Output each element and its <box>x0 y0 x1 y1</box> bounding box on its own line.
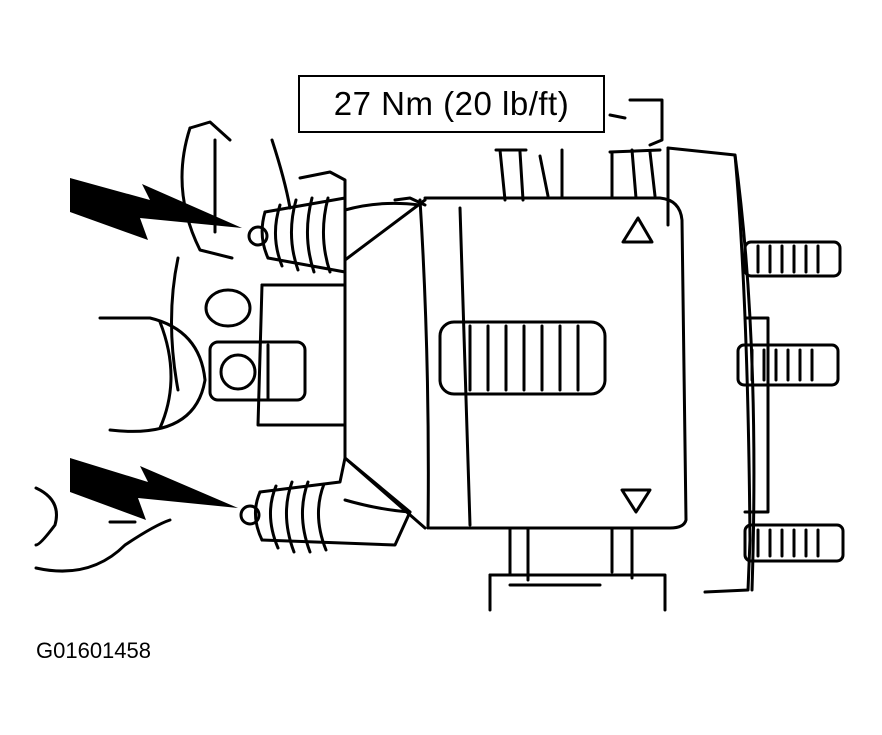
lower-guide-pin-boot <box>239 456 412 554</box>
figure-id: G01601458 <box>36 638 151 663</box>
upper-guide-pin-boot <box>247 170 427 274</box>
caliper-window <box>438 320 607 396</box>
steering-knuckle-outline <box>34 98 664 573</box>
lower-guide-bolt-head <box>239 504 261 526</box>
wheel-stud-middle <box>736 343 840 387</box>
pad-clips <box>488 148 667 612</box>
triangle-marker-top <box>621 216 654 244</box>
wheel-stud-bottom <box>743 523 845 563</box>
wheel-stud-top <box>743 240 842 278</box>
upper-guide-bolt-head <box>247 225 269 247</box>
triangle-marker-bottom <box>620 488 652 514</box>
torque-spec-label: 27 Nm (20 lb/ft) <box>298 75 605 133</box>
upper-bolt-arrow <box>70 178 242 240</box>
bracket-mount <box>208 340 307 402</box>
lower-bolt-arrow <box>70 458 238 520</box>
torque-spec-text: 27 Nm (20 lb/ft) <box>333 85 570 122</box>
caliper-body <box>418 196 688 530</box>
bracket-hole <box>204 288 252 328</box>
